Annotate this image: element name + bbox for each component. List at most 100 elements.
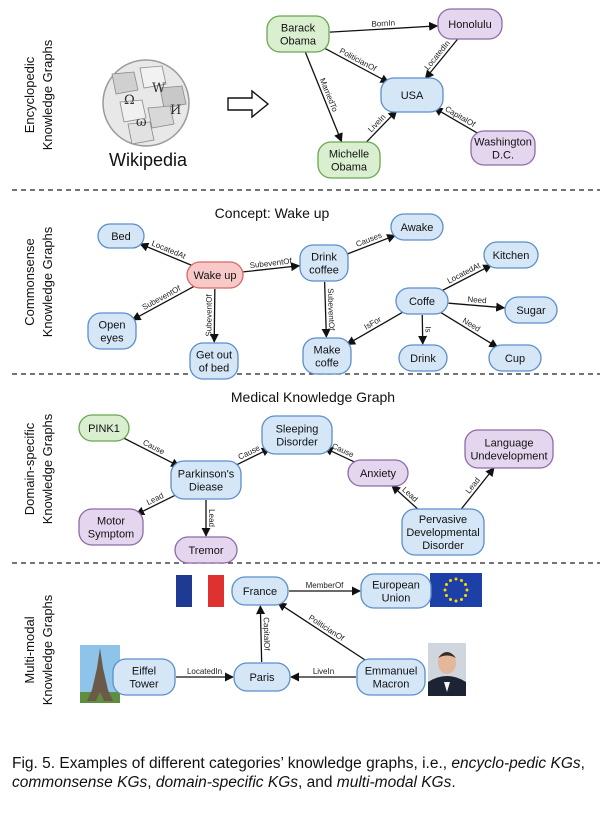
node-label: Wake up (193, 270, 236, 282)
node-label: Paris (249, 672, 275, 684)
section-titles: Concept: Wake up Medical Knowledge Graph (215, 205, 395, 405)
svg-text:И: И (170, 103, 181, 118)
node-label: Drink (311, 252, 337, 264)
section-title-domain: Medical Knowledge Graph (231, 389, 395, 405)
node-bed: Bed (97, 223, 145, 249)
node-label: Honolulu (448, 19, 491, 31)
edge-barack-honolulu: BornIn (329, 18, 439, 33)
node-label: Tower (129, 679, 159, 691)
edge-label: Need (467, 295, 487, 306)
node-sugar: Sugar (504, 296, 558, 324)
node-label: Get out (196, 350, 232, 362)
edge-drinkcoffee-awake: Causes (346, 231, 397, 255)
caption-italic-multimodal: multi-modal KGs (336, 774, 452, 791)
edge-label: MemberOf (306, 581, 345, 590)
node-label: Disorder (422, 540, 464, 552)
emmanuel-macron-photo (428, 643, 466, 696)
node-label: Parkinson's (178, 469, 235, 481)
edge-label: LocatedIn (187, 667, 222, 676)
node-label: of bed (199, 363, 230, 375)
node-label: Obama (331, 162, 368, 174)
node-drink: Drink (398, 344, 448, 372)
caption-sep: , (147, 774, 156, 791)
caption-italic-commonsense: commonsense KGs (12, 774, 148, 791)
edge-label: PoliticianOf (338, 46, 379, 73)
node-label: Make (314, 345, 341, 357)
node-label: Michelle (329, 149, 369, 161)
node-label: Eiffel (132, 666, 156, 678)
node-label: Washington (474, 137, 532, 149)
node-label: PINK1 (88, 423, 120, 435)
edge-coffe-cup: Need (439, 311, 499, 348)
node-label: Cup (505, 353, 525, 365)
section-separators (12, 189, 600, 564)
edge-wakeup-openeyes: SubeventOf (131, 283, 197, 321)
edge-label: Lead (400, 485, 419, 504)
caption-suffix: . (451, 774, 456, 791)
edge-michelle-usa: LiveIn (364, 110, 398, 144)
node-label: Language (485, 438, 534, 450)
edge-coffe-sugar: Need (448, 295, 506, 312)
node-awake: Awake (390, 213, 444, 241)
node-label: Macron (373, 679, 410, 691)
edge-parkinsons-tremor: Lead (201, 500, 216, 537)
edge-label: SubeventOf (141, 283, 183, 311)
edge-label: PoliticianOf (307, 613, 346, 643)
node-kitchen: Kitchen (483, 241, 539, 269)
edge-honolulu-usa: LocatedIn (423, 38, 459, 80)
node-label: Coffe (409, 296, 435, 308)
svg-text:Ω: Ω (124, 93, 135, 108)
caption-prefix: Fig. 5. Examples of different categories… (12, 755, 452, 772)
node-label: Obama (280, 36, 317, 48)
edge-label: SubeventOf (204, 293, 213, 336)
hollow-arrow-icon (227, 89, 270, 119)
edge-wakeup-getout: SubeventOf (204, 288, 219, 343)
edge-label: SubeventOf (326, 288, 336, 331)
node-label: Disorder (276, 437, 318, 449)
french-flag-icon (176, 575, 224, 607)
edge-pervasive-anxiety: Lead (391, 484, 422, 513)
edge-france-eu: MemberOf (289, 581, 361, 596)
node-label: Anxiety (360, 468, 397, 480)
edge-barack-usa: PoliticianOf (321, 46, 390, 84)
node-anxiety: Anxiety (347, 459, 409, 487)
node-label: coffe (315, 358, 339, 370)
caption-sep: , (580, 755, 585, 772)
node-label: Emmanuel (365, 666, 418, 678)
edge-label: Is (423, 326, 432, 332)
node-label: Barack (281, 23, 316, 35)
node-usa: USA (380, 77, 444, 113)
node-label: Kitchen (493, 250, 530, 262)
node-honolulu: Honolulu (437, 8, 503, 40)
edge-pervasive-language: Lead (459, 467, 495, 511)
eu-flag-icon (430, 573, 482, 607)
edge-coffe-makecoffe: IsFor (346, 310, 405, 346)
edge-coffe-drink: Is (418, 314, 433, 345)
node-label: Awake (401, 222, 434, 234)
section-title-commonsense: Concept: Wake up (215, 205, 330, 221)
node-label: Sugar (516, 305, 546, 317)
edge-label: SubeventOf (249, 256, 293, 270)
edge-macron-france: PoliticianOf (277, 602, 370, 663)
edge-label: LiveIn (313, 667, 334, 676)
edge-eiffel-paris: LocatedIn (176, 667, 234, 682)
node-label: Union (382, 593, 411, 605)
edge-label: CapitalOf (262, 617, 272, 651)
node-label: Motor (97, 516, 125, 528)
node-paris: Paris (233, 662, 291, 692)
edge-paris-france: CapitalOf (255, 605, 272, 663)
